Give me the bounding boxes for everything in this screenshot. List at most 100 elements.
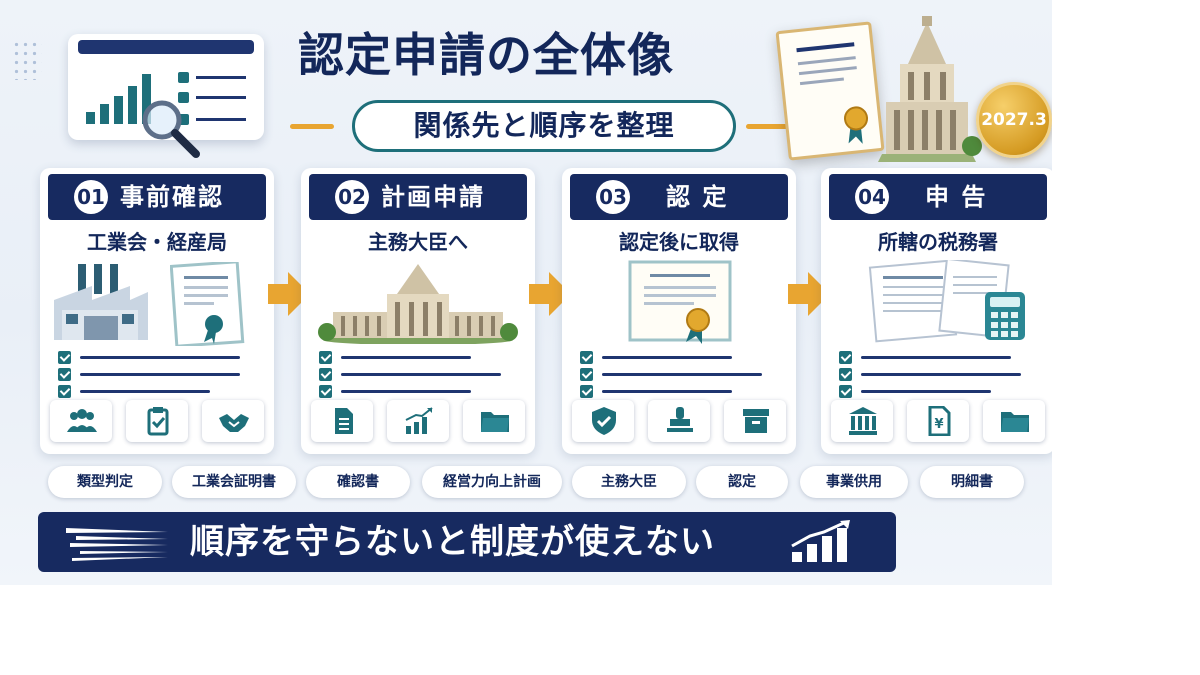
step-header-4: 04 申 告 (829, 174, 1047, 220)
step-card-4: 04 申 告 所轄の税務署 (821, 168, 1052, 454)
parliament-building-icon (878, 16, 982, 162)
checklist-4 (839, 350, 1039, 401)
checklist-item (839, 367, 1039, 383)
archive-box-icon (724, 400, 786, 442)
shield-check-icon (572, 400, 634, 442)
checkbox-icon (839, 385, 852, 398)
tag-5: 主務大臣 (572, 466, 686, 498)
checkbox-icon (319, 351, 332, 364)
step-subtitle-2: 主務大臣へ (368, 230, 468, 254)
step-title-4: 申 告 (925, 183, 988, 211)
icon-row-1 (50, 400, 264, 444)
subtitle-pill: 関係先と順序を整理 (352, 100, 736, 152)
bank-icon (831, 400, 893, 442)
checklist-item (319, 367, 519, 383)
report-illustration (68, 34, 264, 158)
checkbox-icon (839, 368, 852, 381)
checklist-3 (580, 350, 780, 401)
checklist-item (580, 367, 780, 383)
checklist-item (839, 384, 1039, 400)
checkbox-icon (839, 351, 852, 364)
tax-forms-illustration (833, 257, 1043, 344)
report-header-bar (78, 40, 254, 54)
checkbox-icon (319, 385, 332, 398)
report-chart-icon (86, 72, 246, 125)
checkbox-icon (58, 351, 71, 364)
infographic-canvas: 認定申請の全体像 関係先と順序を整理 2027.3 01 (0, 0, 1052, 585)
tag-7: 事業供用 (800, 466, 908, 498)
step-card-2: 02 計画申請 主務大臣へ (301, 168, 535, 454)
checklist-item (319, 350, 519, 366)
checklist-item (319, 384, 519, 400)
checkbox-icon (319, 368, 332, 381)
step-number-4: 04 (855, 180, 889, 214)
checkbox-icon (580, 368, 593, 381)
document-icon (311, 400, 373, 442)
checklist-item (839, 350, 1039, 366)
step-number-3: 03 (596, 180, 630, 214)
people-icon (50, 400, 112, 442)
flow-arrow-2 (529, 272, 571, 316)
step-subtitle-3: 認定後に取得 (619, 230, 739, 254)
checkbox-icon (580, 385, 593, 398)
tag-6: 認定 (696, 466, 788, 498)
parliament-illustration (313, 260, 523, 345)
tag-1: 類型判定 (48, 466, 162, 498)
folder-icon (463, 400, 525, 442)
checklist-item (58, 350, 258, 366)
checklist-item (58, 367, 258, 383)
checklist-item (580, 384, 780, 400)
page-title: 認定申請の全体像 (298, 28, 674, 82)
step-header-3: 03 認 定 (570, 174, 788, 220)
subtitle-right-rule (746, 124, 790, 129)
step-title-1: 事前確認 (120, 183, 224, 211)
handshake-icon (202, 400, 264, 442)
checklist-1 (58, 350, 258, 401)
flow-arrow-3 (788, 272, 830, 316)
step-title-2: 計画申請 (381, 183, 485, 211)
folder-icon (983, 400, 1045, 442)
rising-chart-icon (791, 520, 850, 562)
factory-icon (54, 264, 148, 340)
step-subtitle-4: 所轄の税務署 (878, 230, 998, 254)
certificate-seal-icon (796, 42, 869, 144)
step-title-3: 認 定 (666, 183, 729, 211)
step-number-1: 01 (74, 180, 108, 214)
magnifier-icon (142, 100, 200, 158)
checklist-item (58, 384, 258, 400)
icon-row-4: ¥ (831, 400, 1045, 444)
speed-lines-icon (66, 528, 168, 561)
certificate-illustration (775, 21, 885, 161)
step-card-3: 03 認 定 認定後に取得 (562, 168, 796, 454)
banner-text: 順序を守らないと制度が使えない (190, 522, 715, 562)
checkbox-icon (58, 385, 71, 398)
flow-arrow-1 (268, 272, 310, 316)
warning-banner: 順序を守らないと制度が使えない (38, 512, 896, 572)
checkbox-icon (580, 351, 593, 364)
decorative-dots (12, 40, 42, 80)
step-header-1: 01 事前確認 (48, 174, 266, 220)
tag-2: 工業会証明書 (172, 466, 296, 498)
certificate-seal-illustration (574, 260, 784, 344)
step-subtitle-1: 工業会・経産局 (87, 230, 227, 254)
svg-text:¥: ¥ (934, 417, 943, 432)
subtitle-left-rule (290, 124, 334, 129)
step-card-1: 01 事前確認 工業会・経産局 (40, 168, 274, 454)
yen-document-icon: ¥ (907, 400, 969, 442)
stamp-icon (648, 400, 710, 442)
checklist-item (580, 350, 780, 366)
step-header-2: 02 計画申請 (309, 174, 527, 220)
growth-chart-icon (387, 400, 449, 442)
certificate-icon (170, 262, 245, 346)
tag-8: 明細書 (920, 466, 1024, 498)
parliament-building-icon (318, 264, 518, 345)
tag-4: 経営力向上計画 (422, 466, 562, 498)
step-number-2: 02 (335, 180, 369, 214)
date-badge: 2027.3 (976, 82, 1052, 158)
checkbox-icon (58, 368, 71, 381)
tag-3: 確認書 (306, 466, 410, 498)
checklist-2 (319, 350, 519, 401)
icon-row-3 (572, 400, 786, 444)
clipboard-check-icon (126, 400, 188, 442)
factory-certificate-illustration (52, 260, 262, 346)
